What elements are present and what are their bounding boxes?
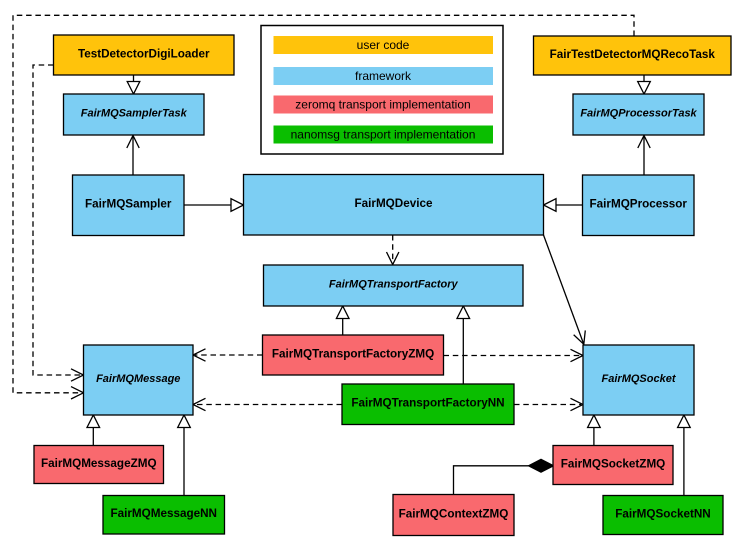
svg-text:FairMQTransportFactoryNN: FairMQTransportFactoryNN xyxy=(351,397,504,410)
svg-text:FairMQMessageZMQ: FairMQMessageZMQ xyxy=(41,457,157,470)
svg-text:FairMQContextZMQ: FairMQContextZMQ xyxy=(399,507,509,520)
svg-text:FairMQProcessor: FairMQProcessor xyxy=(590,198,688,211)
svg-text:FairTestDetectorMQRecoTask: FairTestDetectorMQRecoTask xyxy=(550,48,716,61)
svg-text:FairMQSocket: FairMQSocket xyxy=(602,373,677,385)
svg-text:nanomsg transport implementati: nanomsg transport implementation xyxy=(291,128,476,142)
svg-text:framework: framework xyxy=(355,69,412,83)
svg-text:FairMQDevice: FairMQDevice xyxy=(355,197,433,210)
svg-text:FairMQTransportFactory: FairMQTransportFactory xyxy=(329,278,459,290)
svg-text:FairMQTransportFactoryZMQ: FairMQTransportFactoryZMQ xyxy=(272,347,434,360)
svg-text:FairMQProcessorTask: FairMQProcessorTask xyxy=(580,107,697,119)
svg-text:FairMQSocketNN: FairMQSocketNN xyxy=(615,507,710,520)
svg-text:FairMQMessageNN: FairMQMessageNN xyxy=(110,507,217,520)
svg-text:FairMQSampler: FairMQSampler xyxy=(85,198,172,211)
svg-text:FairMQSamplerTask: FairMQSamplerTask xyxy=(81,107,188,119)
svg-text:FairMQMessage: FairMQMessage xyxy=(96,373,180,385)
svg-text:zeromq transport implementatio: zeromq transport implementation xyxy=(295,98,470,112)
svg-text:TestDetectorDigiLoader: TestDetectorDigiLoader xyxy=(78,47,210,60)
svg-text:FairMQSocketZMQ: FairMQSocketZMQ xyxy=(561,457,666,470)
svg-text:user code: user code xyxy=(357,38,410,52)
